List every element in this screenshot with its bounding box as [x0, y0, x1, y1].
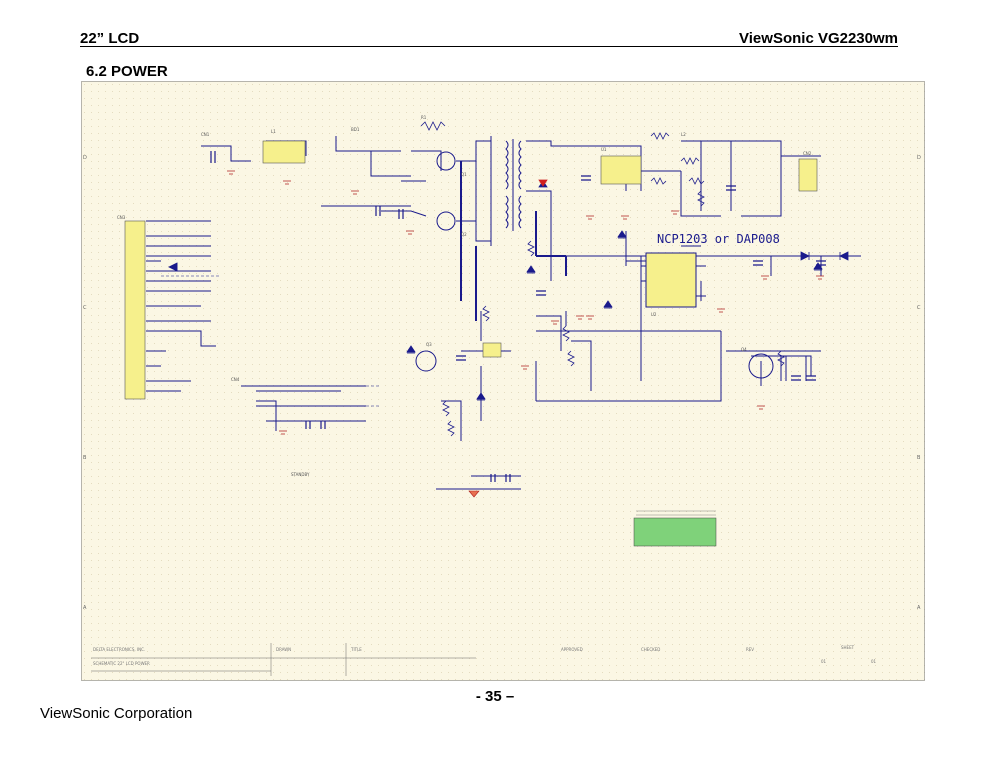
svg-text:B: B [83, 455, 87, 461]
svg-text:REV: REV [746, 647, 754, 652]
transformer [505, 139, 522, 231]
svg-text:R1: R1 [421, 115, 427, 120]
svg-text:L1: L1 [271, 129, 276, 134]
footer-company: ViewSonic Corporation [40, 705, 193, 722]
schematic-drawing: D D C C B B A A [81, 81, 925, 681]
ground-triangle [468, 490, 480, 498]
schematic-frame [81, 81, 925, 681]
controller-label: NCP1203 or DAP008 [657, 232, 780, 246]
zone-markers: D D C C B B A A [83, 155, 921, 611]
controller-ic [641, 252, 706, 308]
svg-text:CHECKED: CHECKED [641, 647, 660, 652]
svg-text:A: A [917, 605, 921, 611]
header-rule [80, 46, 898, 47]
svg-text:APPROVED: APPROVED [561, 647, 583, 652]
svg-text:CN2: CN2 [803, 151, 812, 156]
svg-text:CN3: CN3 [117, 215, 126, 220]
wires [146, 136, 861, 490]
svg-text:L2: L2 [681, 132, 686, 137]
svg-text:C: C [83, 305, 87, 311]
grounds [227, 170, 824, 435]
transistors [415, 151, 774, 379]
svg-text:01: 01 [871, 659, 877, 664]
svg-text:01: 01 [821, 659, 827, 664]
diodes [168, 179, 849, 401]
svg-text:D: D [83, 155, 87, 161]
svg-text:DELTA ELECTRONICS, INC.: DELTA ELECTRONICS, INC. [93, 647, 145, 652]
svg-text:A: A [83, 605, 87, 611]
svg-text:U2: U2 [651, 312, 657, 317]
power-schematic: D D C C B B A A [81, 81, 925, 681]
signal-lines [161, 275, 381, 407]
connector-blocks [124, 140, 818, 400]
header-model: 22” LCD [80, 30, 140, 47]
power-bus [460, 161, 567, 321]
note-box [633, 510, 717, 547]
svg-text:DRAWN: DRAWN [276, 647, 291, 652]
resistors [420, 121, 785, 437]
svg-text:STANDBY: STANDBY [291, 472, 310, 477]
svg-text:B: B [917, 455, 921, 461]
svg-text:D: D [917, 155, 921, 161]
svg-text:C: C [917, 305, 921, 311]
svg-text:CN1: CN1 [201, 132, 210, 137]
svg-text:Q2: Q2 [461, 232, 467, 237]
svg-text:SHEET: SHEET [841, 645, 855, 650]
svg-text:SCHEMATIC 22" LCD POWER: SCHEMATIC 22" LCD POWER [93, 661, 150, 666]
svg-text:Q3: Q3 [426, 342, 432, 347]
svg-text:Q1: Q1 [461, 172, 467, 177]
svg-text:BD1: BD1 [351, 127, 360, 132]
title-block [91, 643, 476, 676]
page-number: - 35 – [475, 688, 515, 705]
svg-text:CN4: CN4 [231, 377, 240, 382]
section-title: 6.2 POWER [86, 63, 168, 80]
title-block-text: DELTA ELECTRONICS, INC. SCHEMATIC 22" LC… [93, 645, 877, 666]
svg-text:U1: U1 [601, 147, 607, 152]
header-product: ViewSonic VG2230wm [739, 30, 898, 47]
svg-text:TITLE: TITLE [350, 647, 362, 652]
capacitors [210, 151, 826, 482]
svg-text:Q4: Q4 [741, 347, 747, 352]
